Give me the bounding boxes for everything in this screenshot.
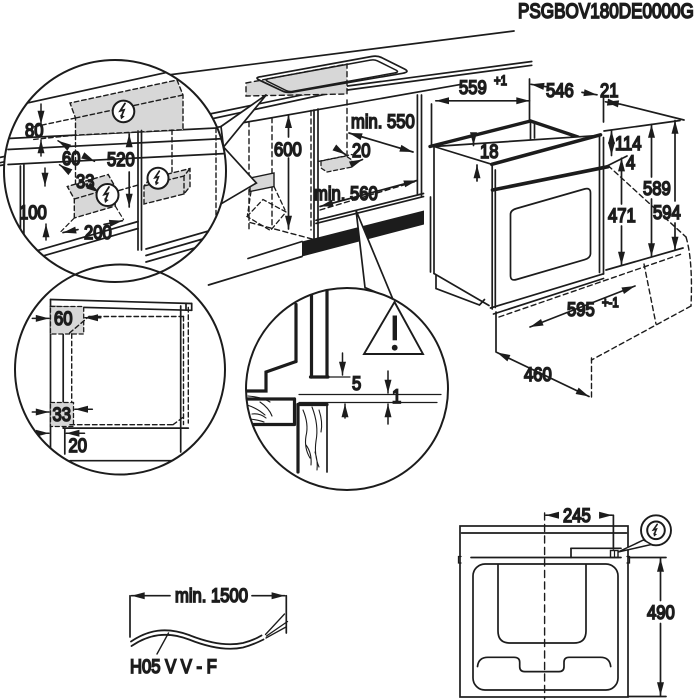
svg-text:33: 33 <box>76 170 94 193</box>
svg-text:594: 594 <box>653 201 681 224</box>
svg-text:471: 471 <box>608 204 636 227</box>
svg-text:18: 18 <box>480 140 498 163</box>
svg-text:200: 200 <box>84 221 112 244</box>
svg-text:21: 21 <box>600 79 618 102</box>
svg-text:H05 V V - F: H05 V V - F <box>130 655 217 678</box>
svg-text:245: 245 <box>563 504 591 527</box>
svg-text:60: 60 <box>54 307 72 330</box>
svg-text:559: 559 <box>459 76 487 99</box>
svg-text:60: 60 <box>62 147 80 170</box>
svg-text:4: 4 <box>626 151 635 174</box>
svg-text:PSGBOV180DE0000G: PSGBOV180DE0000G <box>518 0 694 23</box>
svg-text:20: 20 <box>69 434 87 457</box>
svg-text:33: 33 <box>53 403 71 426</box>
svg-text:589: 589 <box>643 177 671 200</box>
svg-text:+1: +1 <box>494 73 507 88</box>
svg-text:100: 100 <box>19 201 47 224</box>
svg-text:min. 550: min. 550 <box>351 110 415 133</box>
svg-text:114: 114 <box>615 132 641 155</box>
svg-text:1: 1 <box>392 385 401 408</box>
svg-text:490: 490 <box>647 601 675 624</box>
svg-text:20: 20 <box>352 139 370 162</box>
svg-text:min. 560: min. 560 <box>314 182 378 205</box>
svg-text:460: 460 <box>524 363 552 386</box>
svg-text:546: 546 <box>546 79 574 102</box>
svg-text:min. 1500: min. 1500 <box>175 584 248 607</box>
svg-text:520: 520 <box>107 148 135 171</box>
svg-text:600: 600 <box>274 138 302 161</box>
svg-text:5: 5 <box>352 372 361 395</box>
svg-text:595: 595 <box>567 298 595 321</box>
svg-text:80: 80 <box>25 119 43 142</box>
svg-text:+-1: +-1 <box>602 295 619 310</box>
